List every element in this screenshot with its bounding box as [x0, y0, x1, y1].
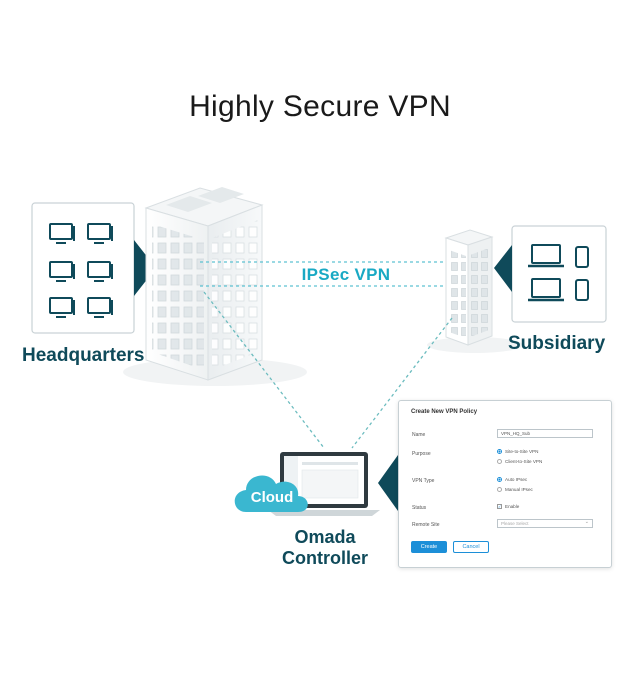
vpn-type-label: VPN Type	[412, 478, 435, 484]
status-label: Status	[412, 505, 427, 511]
subsidiary-label: Subsidiary	[508, 333, 606, 354]
remote-site-label: Remote Site	[412, 522, 440, 528]
ipsec-vpn-label: IPSec VPN	[301, 265, 391, 284]
panel-pointer	[378, 455, 398, 511]
create-button[interactable]: Create	[411, 541, 447, 553]
subsidiary-building	[444, 229, 494, 346]
page-title: Highly Secure VPN	[189, 90, 451, 123]
purpose-client-to-site-radio[interactable]: Client-to-Site VPN	[497, 459, 542, 464]
vpn-policy-panel: Create New VPN Policy Name VPN_HQ_Sub Pu…	[398, 400, 612, 568]
cloud-icon	[234, 475, 308, 512]
radio-selected-icon	[497, 449, 502, 454]
name-label: Name	[412, 432, 426, 438]
subsidiary-devices-panel	[494, 225, 607, 323]
laptop-icon	[531, 244, 561, 298]
cancel-button[interactable]: Cancel	[453, 541, 489, 553]
radio-icon	[497, 487, 502, 492]
radio-icon	[497, 459, 502, 464]
remote-site-select[interactable]: Please Select	[497, 519, 593, 528]
ipsec-tunnel	[200, 261, 446, 287]
name-input[interactable]: VPN_HQ_Sub	[497, 429, 593, 438]
monitor-icon	[49, 223, 111, 314]
cloud-label: Cloud	[250, 489, 294, 506]
radio-selected-icon	[497, 477, 502, 482]
purpose-label: Purpose	[412, 451, 431, 457]
headquarters-building	[144, 187, 264, 381]
headquarters-label: Headquarters	[22, 345, 145, 366]
purpose-site-to-site-radio[interactable]: Site-to-Site VPN	[497, 449, 538, 454]
status-enable-checkbox[interactable]: ✓Enable	[497, 504, 520, 509]
checkmark-icon: ✓	[497, 504, 502, 509]
panel-title: Create New VPN Policy	[411, 409, 478, 415]
management-links	[203, 291, 453, 449]
hq-devices-panel	[31, 202, 156, 334]
omada-controller-label: Omada Controller	[281, 527, 368, 568]
vpn-type-manual-radio[interactable]: Manual IPsec	[497, 487, 533, 492]
vpn-type-auto-radio[interactable]: Auto IPsec	[497, 477, 527, 482]
phone-icon	[575, 246, 589, 301]
